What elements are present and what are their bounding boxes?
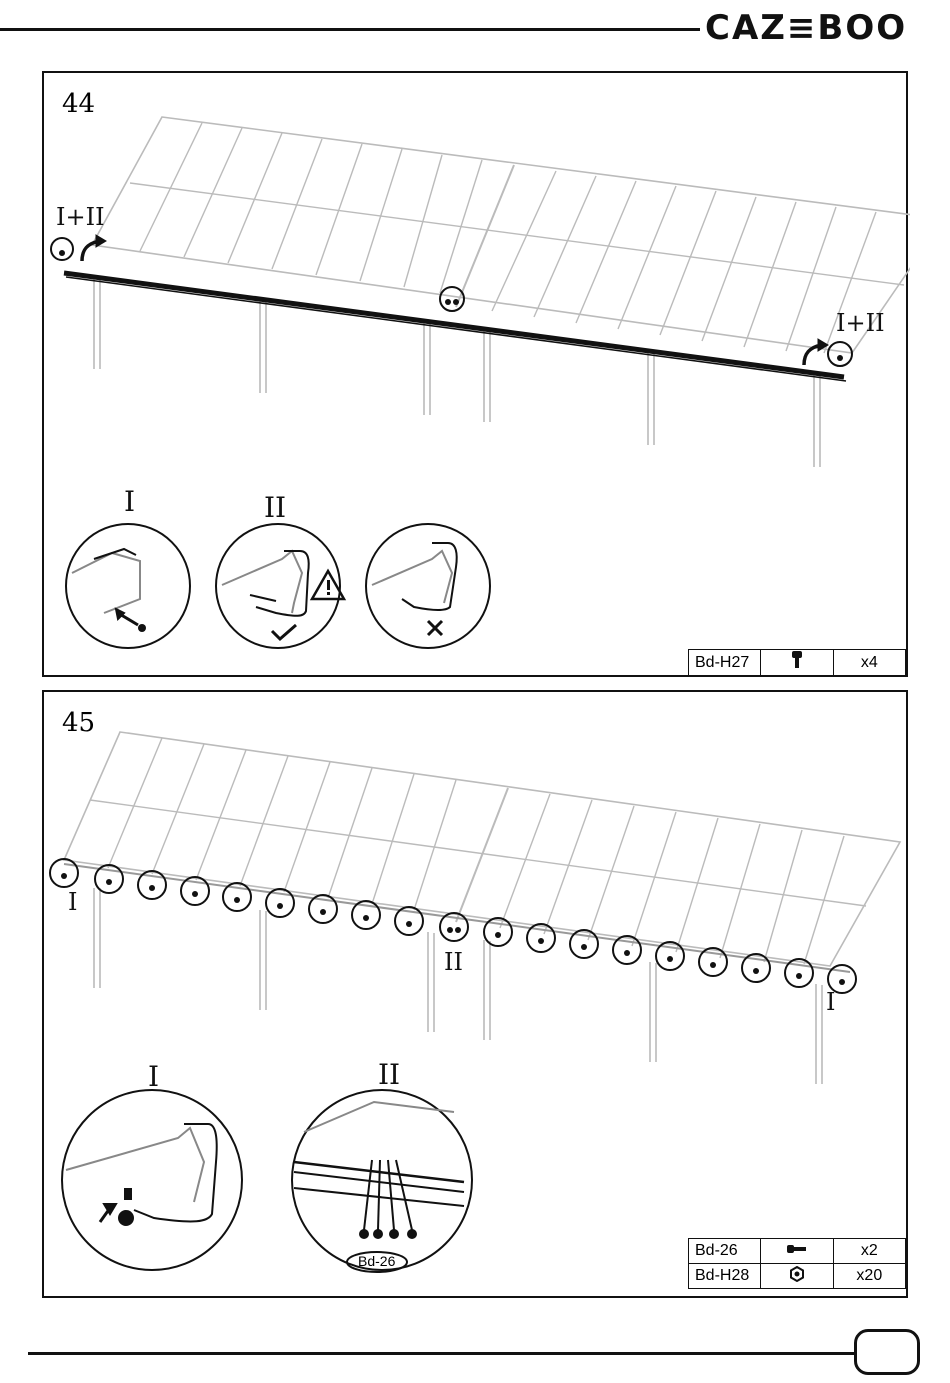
brand-logo: CAZ≡BOO [705, 8, 907, 48]
parts-table: Bd-H27 x4 [688, 649, 906, 676]
part-code: Bd-26 [689, 1239, 761, 1264]
callout-left-label: I+II [56, 203, 105, 231]
parts-table: Bd-26 x2 Bd-H28 x20 [688, 1238, 906, 1289]
part-quantity: x2 [833, 1239, 905, 1264]
parts-row: Bd-26 x2 [689, 1239, 906, 1264]
bolt-icon [761, 1239, 833, 1264]
detail-label-II: II [264, 491, 286, 524]
step-44-illustration [44, 73, 910, 679]
part-code: Bd-H27 [689, 650, 761, 676]
callout-left-label: I [68, 888, 77, 916]
step-45-panel: 45 I II I I II Bd-26 Bd-26 x2 Bd-H28 x20 [42, 690, 908, 1298]
detail-label-I: I [124, 485, 135, 518]
screw-icon [761, 650, 833, 676]
detail-label-I: I [148, 1060, 159, 1093]
callout-mid-label: II [444, 948, 463, 976]
step-44-panel: 44 I+II I+II I II Bd-H27 x4 [42, 71, 908, 677]
nut-icon [761, 1264, 833, 1289]
detail-label-II: II [378, 1058, 400, 1091]
callout-right-label: I [826, 988, 835, 1016]
part-quantity: x20 [833, 1264, 905, 1289]
callout-right-label: I+II [836, 309, 885, 337]
footer-rule [28, 1352, 854, 1355]
parts-row: Bd-H28 x20 [689, 1264, 906, 1289]
detail-part-tag: Bd-26 [358, 1253, 395, 1269]
step-45-number: 45 [62, 708, 95, 738]
part-code: Bd-H28 [689, 1264, 761, 1289]
part-quantity: x4 [833, 650, 905, 676]
page-number-box [854, 1329, 920, 1375]
step-45-illustration [44, 692, 910, 1300]
step-44-number: 44 [62, 89, 95, 119]
parts-row: Bd-H27 x4 [689, 650, 906, 676]
header-rule [0, 28, 700, 31]
